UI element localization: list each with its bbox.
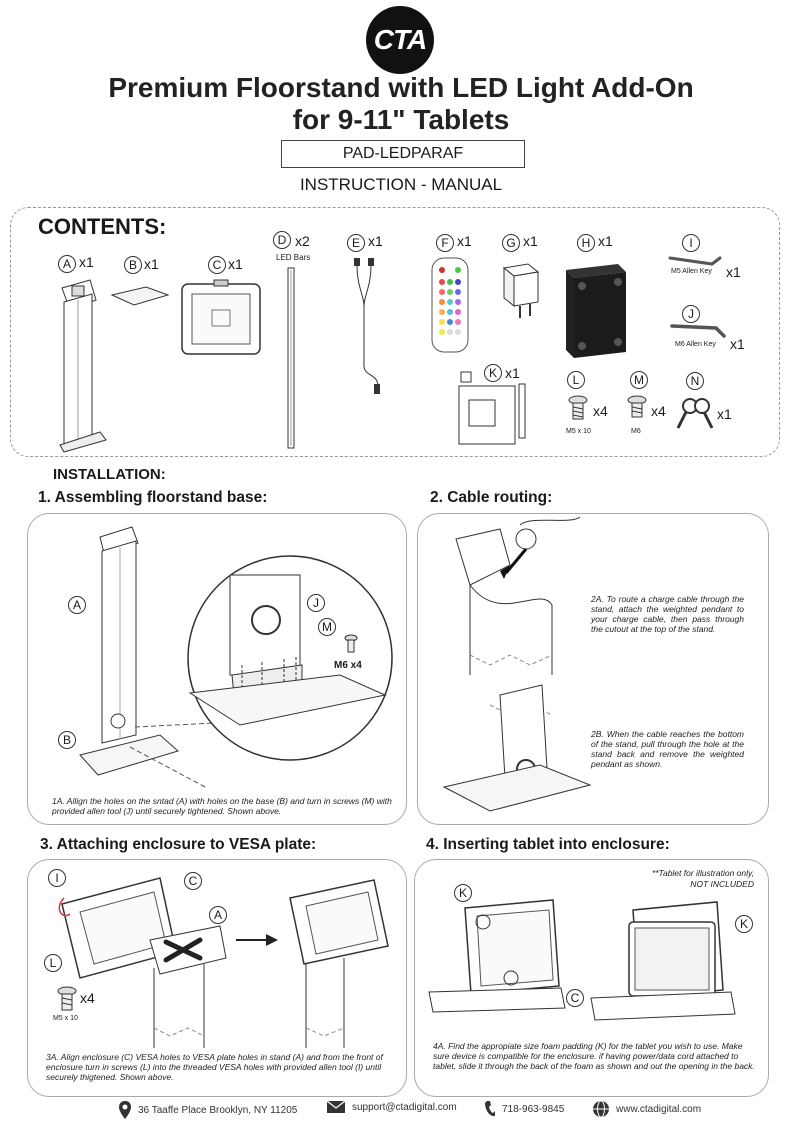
callout-b: B [124, 256, 142, 274]
step3-title: 3. Attaching enclosure to VESA plate: [40, 836, 317, 853]
qty-b: x1 [144, 256, 159, 272]
phone-icon [485, 1101, 495, 1117]
callout-i: I [682, 234, 700, 252]
installation-heading: INSTALLATION: [53, 466, 166, 483]
led-bars-label: LED Bars [276, 253, 311, 262]
callout-m: M [630, 371, 648, 389]
callout-f: F [436, 234, 454, 252]
step3-screw-qty: x4 [80, 990, 95, 1006]
step2-note-a: 2A. To route a charge cable through the … [591, 594, 744, 634]
callout-d: D [273, 231, 291, 249]
step4-disclaimer-line2: NOT INCLUDED [690, 879, 754, 889]
step1-callout-m: M [318, 618, 336, 636]
step3-callout-a: A [209, 906, 227, 924]
step3-note: 3A. Align enclosure (C) VESA holes to VE… [46, 1052, 383, 1082]
contents-panel [10, 207, 780, 457]
step3-screw-icon [57, 986, 77, 1011]
website-text[interactable]: www.ctadigital.com [616, 1103, 702, 1115]
step3-callout-c: C [184, 872, 202, 890]
address-text: 36 Taaffe Place Brooklyn, NY 11205 [138, 1104, 298, 1116]
step1-screw-label: M6 x4 [334, 660, 362, 671]
qty-l: x4 [593, 403, 608, 419]
callout-n: N [686, 372, 704, 390]
m6-screw-icon [627, 395, 647, 418]
step2-title: 2. Cable routing: [430, 489, 553, 506]
callout-l: L [567, 371, 585, 389]
callout-k: K [484, 364, 502, 382]
footer-website[interactable]: www.ctadigital.com [592, 1100, 701, 1118]
step3-screw-label: M5 x 10 [53, 1015, 78, 1022]
step4-callout-c: C [566, 989, 584, 1007]
phone-text[interactable]: 718-963-9845 [502, 1103, 565, 1115]
m6-allen-key-label: M6 Allen Key [675, 341, 716, 348]
m5-screw-label: M5 x 10 [566, 428, 591, 435]
callout-e: E [347, 234, 365, 252]
model-number-box: PAD-LEDPARAF [281, 140, 525, 168]
led-bars-illustration [287, 267, 295, 449]
step1-callout-b: B [58, 731, 76, 749]
email-text[interactable]: support@ctadigital.com [352, 1101, 457, 1113]
footer-phone[interactable]: 718-963-9845 [484, 1100, 564, 1118]
power-adapter-illustration [502, 263, 540, 318]
step1-callout-j: J [307, 594, 325, 612]
step1-title: 1. Assembling floorstand base: [38, 489, 268, 506]
qty-f: x1 [457, 233, 472, 249]
remote-control-illustration [431, 257, 469, 353]
step4-note: 4A. Find the appropiate size foam paddin… [433, 1041, 755, 1071]
step3-illustration [58, 877, 389, 1048]
led-bracket-illustration [566, 264, 626, 358]
callout-j: J [682, 305, 700, 323]
keys-icon [676, 398, 714, 429]
footer-address: 36 Taaffe Place Brooklyn, NY 11205 [118, 1100, 297, 1120]
step1-note: 1A. Allign the holes on the sntad (A) wi… [52, 796, 392, 816]
qty-h: x1 [598, 233, 613, 249]
qty-m: x4 [651, 403, 666, 419]
step1-callout-a: A [68, 596, 86, 614]
m5-allen-key-icon [668, 256, 722, 266]
m6-screw-label: M6 [631, 428, 641, 435]
step1-screw-icon [344, 634, 358, 653]
envelope-icon [326, 1100, 346, 1113]
step4-title: 4. Inserting tablet into enclosure: [426, 836, 670, 853]
step4-callout-k-right: K [735, 915, 753, 933]
callout-a: A [58, 255, 76, 273]
m5-screw-icon [568, 395, 588, 420]
step1-illustration [79, 526, 393, 788]
step2-illustration [442, 516, 592, 812]
location-pin-icon [119, 1101, 131, 1119]
step2-note-b: 2B. When the cable reaches the bottom of… [591, 729, 744, 769]
qty-k: x1 [505, 365, 520, 381]
footer-email[interactable]: support@ctadigital.com [326, 1100, 457, 1114]
contents-heading: CONTENTS: [38, 214, 167, 239]
logo-text: CTA [373, 24, 427, 55]
title-line-2: for 9-11" Tablets [292, 104, 510, 135]
enclosure-illustration [181, 279, 261, 355]
step4-illustration [428, 899, 736, 1021]
globe-icon [593, 1100, 609, 1118]
qty-j: x1 [730, 336, 745, 352]
foam-padding-illustration [458, 371, 526, 445]
title-line-1: Premium Floorstand with LED Light Add-On [108, 72, 694, 103]
step4-callout-k-left: K [454, 884, 472, 902]
callout-c: C [208, 256, 226, 274]
qty-a: x1 [79, 254, 94, 270]
qty-e: x1 [368, 233, 383, 249]
qty-c: x1 [228, 256, 243, 272]
m6-allen-key-icon [670, 324, 726, 338]
manual-subtitle: INSTRUCTION - MANUAL [299, 175, 503, 194]
qty-d: x2 [295, 233, 310, 249]
callout-g: G [502, 234, 520, 252]
qty-i: x1 [726, 264, 741, 280]
m5-allen-key-label: M5 Allen Key [671, 268, 712, 275]
qty-n: x1 [717, 406, 732, 422]
step3-callout-l: L [44, 954, 62, 972]
step3-callout-i: I [48, 869, 66, 887]
led-cable-illustration [354, 258, 380, 394]
qty-g: x1 [523, 233, 538, 249]
cta-logo: CTA [366, 6, 434, 74]
callout-h: H [577, 234, 595, 252]
base-plate-illustration [110, 286, 170, 306]
step4-disclaimer-line1: **Tablet for illustration only, [651, 868, 754, 878]
floorstand-illustration [59, 279, 107, 453]
